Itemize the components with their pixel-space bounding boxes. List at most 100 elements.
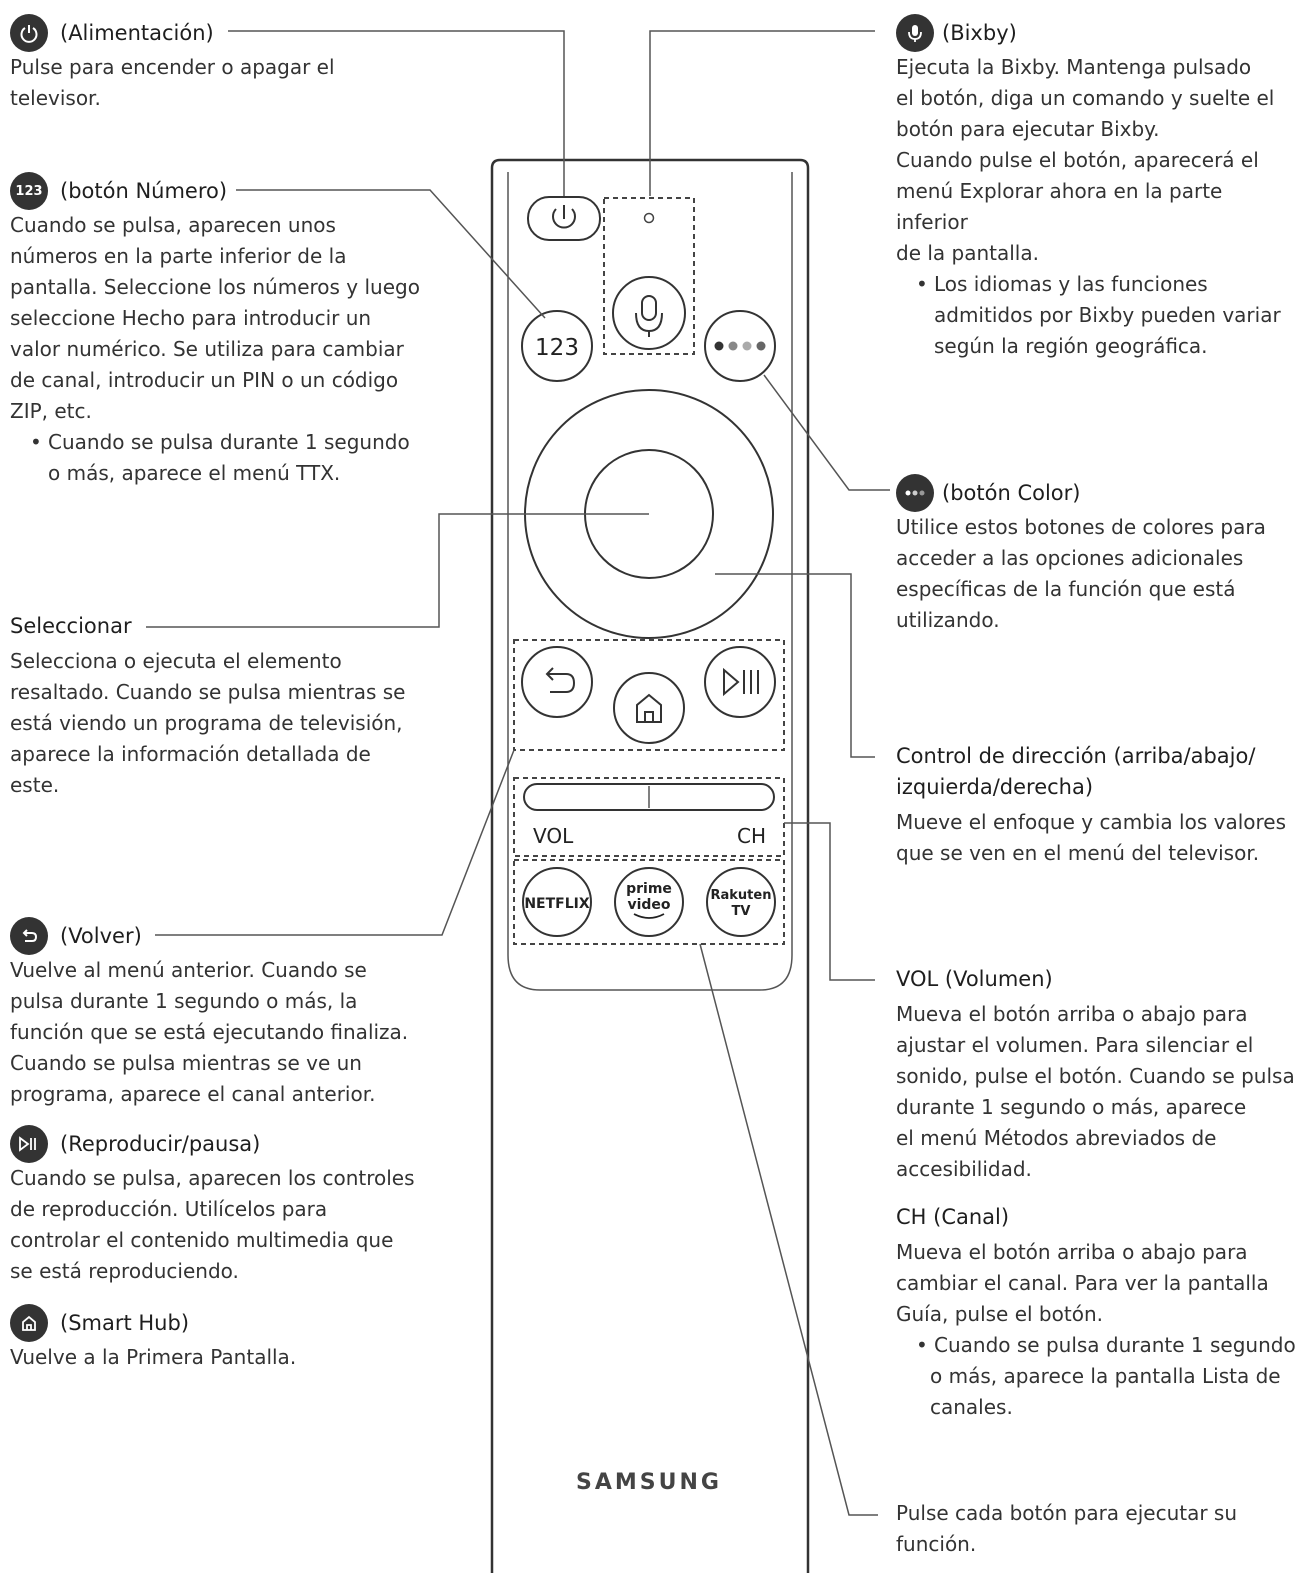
select-desc-1: Selecciona o ejecuta el elemento	[10, 649, 342, 673]
netflix-label: NETFLIX	[524, 896, 590, 912]
select-desc-2: resaltado. Cuando se pulsa mientras se	[10, 680, 406, 704]
direction-desc-1: Mueve el enfoque y cambia los valores	[896, 810, 1286, 834]
select-callout: Seleccionar Selecciona o ejecuta el elem…	[10, 611, 440, 801]
vol-desc-6: accesibilidad.	[896, 1157, 1032, 1181]
power-title: (Alimentación)	[60, 20, 214, 45]
number-callout: 123 (botón Número) Cuando se pulsa, apar…	[10, 172, 440, 489]
bixby-desc-2: el botón, diga un comando y suelte el	[896, 86, 1275, 110]
play-desc-3: controlar el contenido multimedia que	[10, 1228, 394, 1252]
number-desc-3: pantalla. Seleccione los números y luego	[10, 275, 420, 299]
play-callout: (Reproducir/pausa) Cuando se pulsa, apar…	[10, 1125, 440, 1287]
back-callout: (Volver) Vuelve al menú anterior. Cuando…	[10, 917, 440, 1110]
rakuten-tv-button[interactable]	[706, 867, 776, 937]
number-button[interactable]	[521, 310, 593, 382]
number-desc-4: seleccione Hecho para introducir un	[10, 306, 372, 330]
vol-ch-area	[513, 777, 785, 857]
home-button[interactable]	[613, 672, 685, 744]
color-desc-1: Utilice estos botones de colores para	[896, 515, 1266, 539]
back-desc-3: función que se está ejecutando finaliza.	[10, 1020, 409, 1044]
vol-desc-4: durante 1 segundo o más, aparece	[896, 1095, 1247, 1119]
power-callout: (Alimentación) Pulse para encender o apa…	[10, 14, 440, 114]
bixby-desc-1: Ejecuta la Bixby. Mantenga pulsado	[896, 55, 1252, 79]
number-desc-1: Cuando se pulsa, aparecen unos	[10, 213, 336, 237]
number-desc-6: de canal, introducir un PIN o un código	[10, 368, 399, 392]
power-icon	[10, 14, 48, 52]
play-title: (Reproducir/pausa)	[60, 1131, 261, 1156]
ch-desc-3: Guía, pulse el botón.	[896, 1302, 1103, 1326]
color-title: (botón Color)	[942, 480, 1081, 505]
rakuten-label-2: TV	[732, 904, 751, 919]
prime-smile-icon	[633, 913, 665, 919]
bixby-bullet-1: Los idiomas y las funciones	[896, 269, 1296, 300]
samsung-logo: SAMSUNG	[576, 1470, 722, 1495]
microphone-hole	[643, 212, 655, 224]
back-desc-1: Vuelve al menú anterior. Cuando se	[10, 958, 367, 982]
bixby-bullet-3: según la región geográfica.	[934, 334, 1208, 358]
select-desc-5: este.	[10, 773, 60, 797]
ch-title: CH (Canal)	[896, 1205, 1010, 1229]
bixby-bullet-2: admitidos por Bixby pueden variar	[934, 303, 1281, 327]
bixby-area	[603, 197, 695, 355]
play-pause-button[interactable]	[704, 646, 776, 718]
ch-label: CH	[737, 824, 766, 848]
netflix-button[interactable]	[522, 867, 592, 937]
vol-desc-5: el menú Métodos abreviados de	[896, 1126, 1217, 1150]
apps-desc-1: Pulse cada botón para ejecutar su	[896, 1501, 1238, 1525]
bixby-button[interactable]	[612, 276, 686, 350]
prime-video-button[interactable]	[614, 867, 684, 937]
number-title: (botón Número)	[60, 178, 228, 203]
home-icon	[10, 1304, 48, 1342]
select-desc-3: está viendo un programa de televisión,	[10, 711, 403, 735]
back-desc-4: Cuando se pulsa mientras se ve un	[10, 1051, 362, 1075]
bixby-callout: (Bixby) Ejecuta la Bixby. Mantenga pulsa…	[896, 14, 1296, 362]
123-icon: 123	[10, 172, 48, 210]
power-desc-1: Pulse para encender o apagar el	[10, 55, 335, 79]
ch-bullet-2: o más, aparece la pantalla Lista de	[930, 1364, 1281, 1388]
play-pause-icon	[10, 1125, 48, 1163]
number-bullet-1: Cuando se pulsa durante 1 segundo	[10, 427, 440, 458]
bixby-desc-5: menú Explorar ahora en la parte inferior	[896, 179, 1223, 234]
callout-lines	[146, 30, 890, 1516]
back-desc-2: pulsa durante 1 segundo o más, la	[10, 989, 358, 1013]
number-bullet-2: o más, aparece el menú TTX.	[48, 461, 341, 485]
number-button-label: 123	[535, 335, 579, 361]
play-desc-2: de reproducción. Utilícelos para	[10, 1197, 328, 1221]
ch-bullet-1: Cuando se pulsa durante 1 segundo	[896, 1330, 1301, 1361]
bixby-desc-3: botón para ejecutar Bixby.	[896, 117, 1160, 141]
rakuten-label-1: Rakuten	[711, 888, 772, 903]
vol-callout: VOL (Volumen) Mueva el botón arriba o ab…	[896, 964, 1296, 1185]
select-title: Seleccionar	[10, 614, 132, 638]
bixby-title: (Bixby)	[942, 20, 1017, 45]
vol-title: VOL (Volumen)	[896, 967, 1053, 991]
back-title: (Volver)	[60, 923, 142, 948]
remote-panel	[507, 172, 793, 991]
back-icon	[10, 917, 48, 955]
direction-title-2: izquierda/derecha)	[896, 775, 1094, 799]
color-button[interactable]	[704, 310, 776, 382]
back-button[interactable]	[521, 646, 593, 718]
play-desc-4: se está reproduciendo.	[10, 1259, 239, 1283]
apps-desc-2: función.	[896, 1532, 977, 1556]
number-desc-2: números en la parte inferior de la	[10, 244, 347, 268]
app-buttons-area	[513, 859, 785, 945]
hub-title: (Smart Hub)	[60, 1310, 190, 1335]
play-desc-1: Cuando se pulsa, aparecen los controles	[10, 1166, 415, 1190]
ch-callout: CH (Canal) Mueva el botón arriba o abajo…	[896, 1202, 1301, 1423]
power-button[interactable]	[527, 196, 601, 241]
direction-title-1: Control de dirección (arriba/abajo/	[896, 744, 1256, 768]
apps-callout: Pulse cada botón para ejecutar su funció…	[896, 1498, 1296, 1560]
nav-buttons-area	[513, 639, 785, 751]
direction-desc-2: que se ven en el menú del televisor.	[896, 841, 1260, 865]
vol-desc-1: Mueva el botón arriba o abajo para	[896, 1002, 1248, 1026]
hub-desc-1: Vuelve a la Primera Pantalla.	[10, 1345, 297, 1369]
vol-label: VOL	[533, 824, 574, 848]
color-desc-4: utilizando.	[896, 608, 1000, 632]
color-desc-3: específicas de la función que está	[896, 577, 1236, 601]
color-desc-2: acceder a las opciones adicionales	[896, 546, 1244, 570]
power-desc-2: televisor.	[10, 86, 101, 110]
vol-desc-2: ajustar el volumen. Para silenciar el	[896, 1033, 1254, 1057]
vol-desc-3: sonido, pulse el botón. Cuando se pulsa	[896, 1064, 1295, 1088]
ch-desc-1: Mueva el botón arriba o abajo para	[896, 1240, 1248, 1264]
hub-callout: (Smart Hub) Vuelve a la Primera Pantalla…	[10, 1304, 440, 1373]
